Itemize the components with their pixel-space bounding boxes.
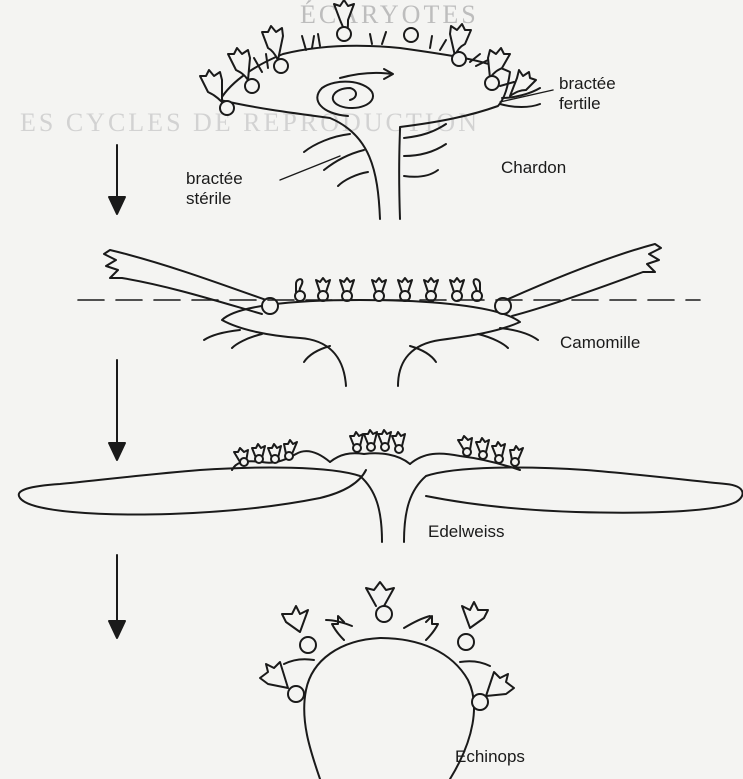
down-arrow-icon: [109, 360, 125, 460]
disc-florets: [295, 278, 482, 301]
spiral-arrow-icon: [317, 73, 392, 116]
label-camomille: Camomille: [560, 334, 640, 353]
label-echinops: Echinops: [455, 748, 525, 767]
label-chardon: Chardon: [501, 159, 566, 178]
down-arrow-icon: [109, 145, 125, 214]
label-bractee-sterile-1: bractée: [186, 170, 243, 189]
echinops-florets: [260, 582, 514, 710]
label-edelweiss: Edelweiss: [428, 523, 505, 542]
label-bractee-sterile-2: stérile: [186, 190, 231, 209]
chardon-capitulum: [200, 0, 553, 219]
chardon-florets: [200, 0, 536, 115]
camomille-capitulum: [104, 244, 661, 386]
label-bractee-fertile-1: bractée: [559, 75, 616, 94]
down-arrow-icon: [109, 555, 125, 638]
edelweiss-florets: [234, 430, 523, 466]
edelweiss-capitulum: [19, 430, 743, 542]
ray-floret: [104, 244, 661, 316]
label-bractee-fertile-2: fertile: [559, 95, 601, 114]
